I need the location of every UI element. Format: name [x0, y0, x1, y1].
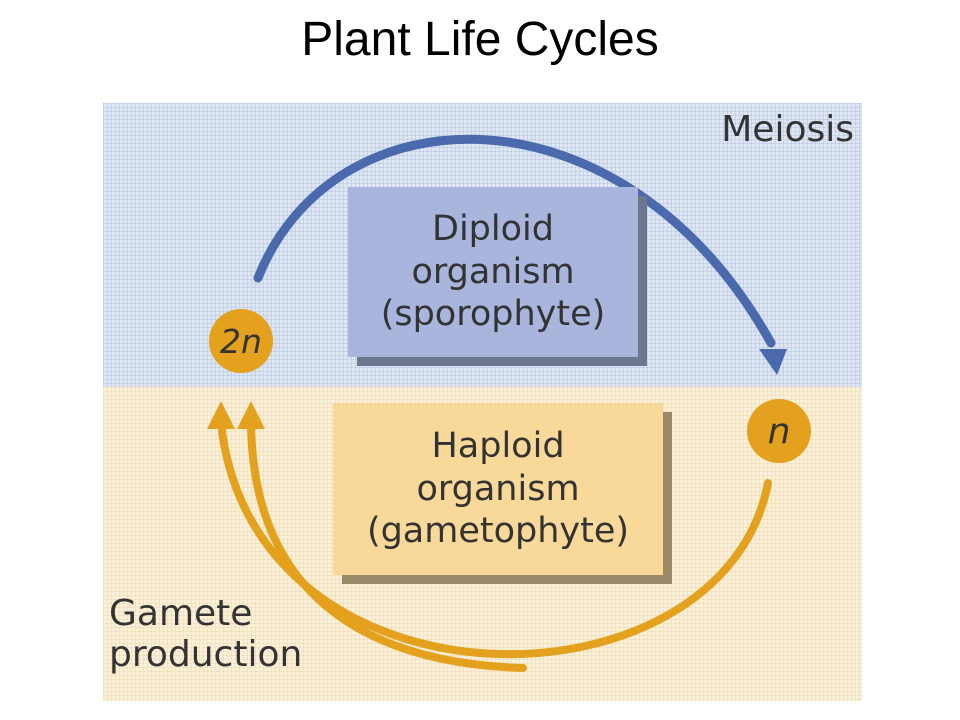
meiosis-arrow — [253, 134, 776, 348]
diploid-box-line1: Diploid — [432, 208, 554, 249]
gamete-arrowhead-outer — [207, 401, 235, 429]
page-title: Plant Life Cycles — [301, 13, 659, 66]
haploid-organism-box: Haploid organism (gametophyte) — [333, 403, 663, 575]
gamete-label-line1: Gamete — [109, 593, 253, 634]
meiosis-label: Meiosis — [721, 109, 854, 150]
diploid-symbol: 2n — [220, 321, 262, 361]
gamete-arrow-outer — [217, 419, 772, 659]
diploid-box-line2: organism — [411, 251, 575, 292]
haploid-n-circle: n — [747, 399, 811, 463]
haploid-symbol: n — [767, 410, 791, 452]
diploid-organism-box: Diploid organism (sporophyte) — [348, 187, 638, 357]
haploid-box-line3: (gametophyte) — [366, 511, 630, 552]
haploid-box-line2: organism — [416, 468, 580, 509]
gamete-production-label: Gamete production — [109, 593, 302, 676]
diploid-box-line3: (sporophyte) — [380, 294, 606, 335]
meiosis-arrowhead — [759, 349, 787, 375]
gamete-label-line2: production — [109, 634, 303, 676]
gamete-arrowhead-inner — [237, 401, 265, 429]
diploid-2n-circle: 2n — [209, 309, 273, 373]
haploid-box-line1: Haploid — [431, 425, 565, 466]
life-cycle-diagram: Meiosis Gamete production Diploid organi… — [103, 103, 862, 701]
gamete-arrow-inner — [247, 419, 527, 672]
cycle-arrows — [207, 134, 787, 672]
